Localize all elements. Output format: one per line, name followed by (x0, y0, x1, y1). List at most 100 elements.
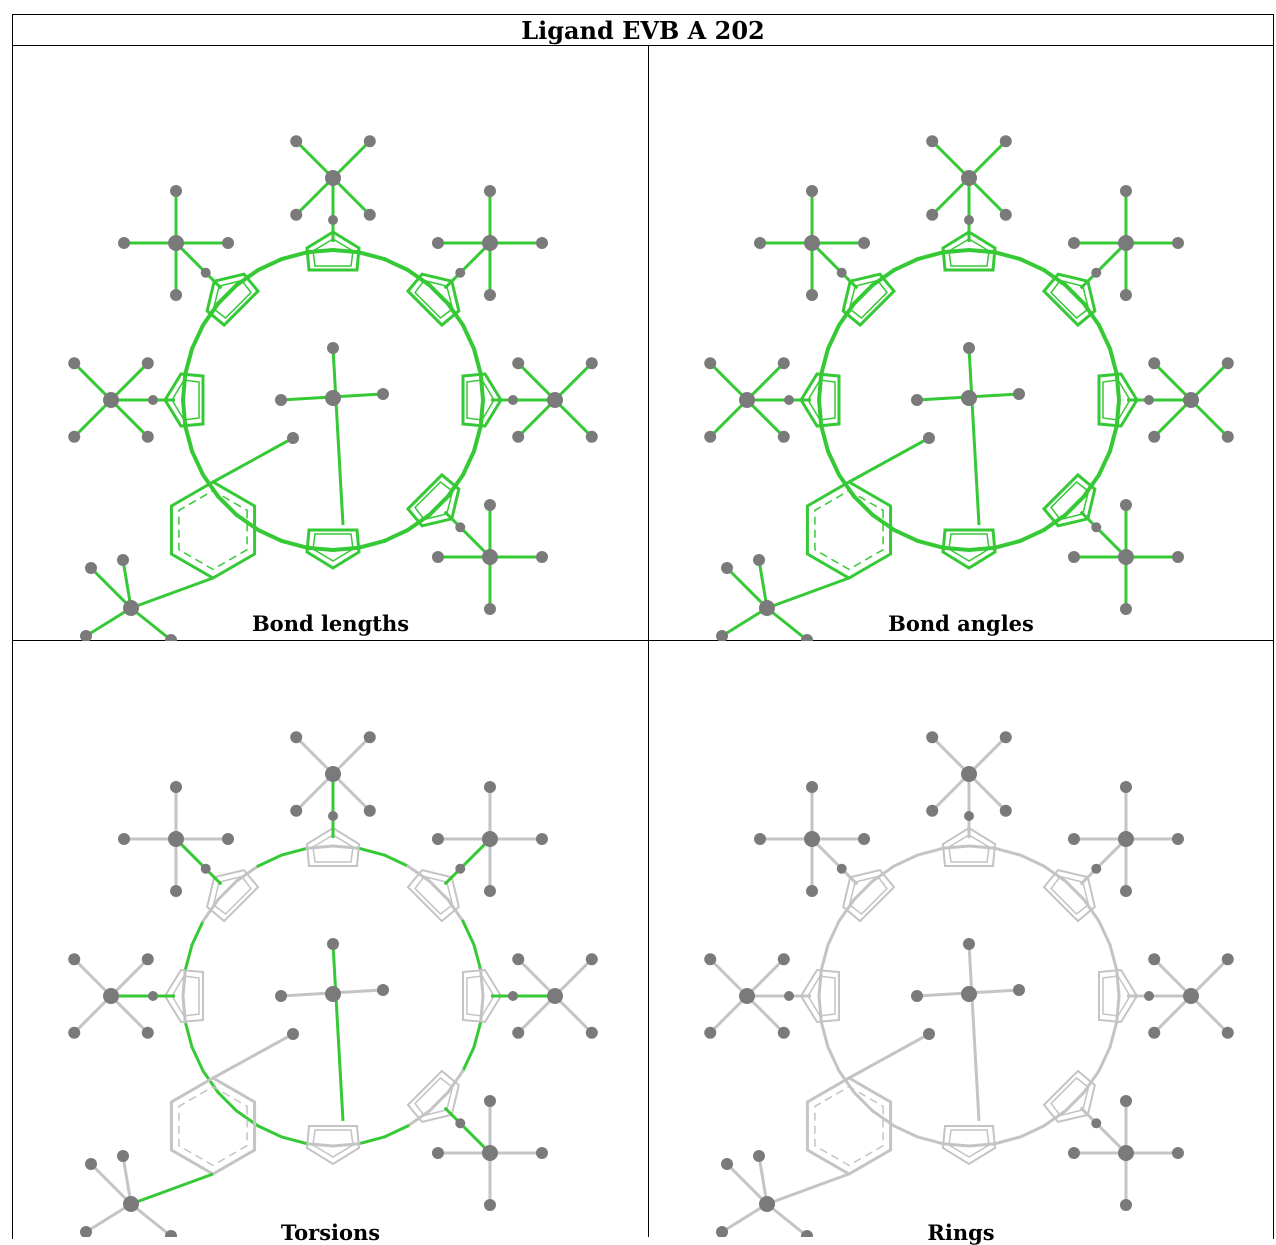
benzene-ring (805, 480, 893, 580)
atom (753, 554, 765, 566)
molecule-diagram-rings (704, 731, 1234, 1237)
central-atom (961, 766, 977, 782)
methyl-bond (745, 398, 785, 438)
methyl-bond (967, 176, 1007, 216)
axial-bond (331, 943, 345, 1122)
pyrrole-ring (406, 869, 460, 923)
atom (170, 781, 183, 794)
macrocycle-bond (826, 1045, 841, 1073)
atom (585, 1026, 598, 1039)
atom (1119, 781, 1132, 794)
atom (1067, 1146, 1080, 1159)
atom (363, 804, 376, 817)
methyl-bond (517, 362, 557, 402)
atom (377, 388, 389, 400)
central-atom (1117, 235, 1134, 252)
methyl-bond (331, 772, 371, 812)
macrocycle-bond (472, 1020, 483, 1049)
macrocycle-bond (916, 846, 945, 857)
macrocycle-bond (181, 398, 188, 429)
methyl-bond (931, 176, 971, 216)
methyl-bond (331, 176, 371, 216)
atom (753, 1150, 765, 1162)
substituent-bond (443, 1106, 492, 1155)
panel-rings: Rings (649, 641, 1273, 1245)
atom (836, 863, 847, 874)
atom (290, 804, 303, 817)
central-atom (759, 1196, 775, 1212)
methyl-bond (295, 736, 335, 776)
central-atom (168, 831, 185, 848)
benzene-inner (178, 489, 248, 571)
atom (1119, 289, 1132, 302)
central-atom (1117, 548, 1134, 565)
atom (801, 1230, 813, 1237)
atom (1091, 863, 1102, 874)
atom (1148, 430, 1161, 443)
atom (784, 395, 794, 405)
macrocycle-bond (478, 398, 485, 429)
atom (1119, 602, 1132, 615)
central-atom (1183, 988, 1199, 1004)
methyl-bond (73, 398, 113, 438)
macrocycle-bond (181, 968, 187, 998)
atom (999, 135, 1012, 148)
atom (512, 430, 525, 443)
atom (222, 833, 235, 846)
atom (455, 267, 466, 278)
atom (964, 215, 974, 225)
methyl-bond (73, 362, 113, 402)
axial-bond (967, 347, 981, 526)
atom (858, 237, 871, 250)
macrocycle-bond (817, 371, 824, 402)
macrocycle-bond (1115, 968, 1121, 998)
macrocycle-bond (216, 1090, 239, 1113)
central-atom (325, 170, 341, 186)
atom (716, 630, 728, 641)
macrocycle-bond (183, 424, 195, 454)
macrocycle-bond (216, 879, 239, 902)
macrocycle-bond (461, 1045, 476, 1073)
atom (85, 562, 97, 574)
atom (704, 953, 717, 966)
macrocycle-bond (279, 250, 309, 262)
central-atom (123, 600, 139, 616)
macrocycle-bond (916, 1135, 945, 1146)
atom (170, 289, 183, 302)
atom (999, 731, 1012, 744)
pyrrole-ring (405, 472, 461, 528)
macrocycle-bond (993, 1135, 1022, 1146)
atom (1013, 984, 1025, 996)
macrocycle-bond (1108, 943, 1119, 972)
methyl-bond (967, 140, 1007, 180)
atom (483, 185, 496, 198)
atom (141, 953, 154, 966)
methyl-bond (1189, 398, 1229, 438)
substituent-bond (130, 576, 214, 610)
macrocycle-bond (892, 1124, 920, 1139)
atom (483, 885, 496, 898)
caption-bond-lengths: Bond lengths (251, 611, 410, 636)
methyl-bond (721, 606, 768, 638)
pyrrole-ring (163, 968, 204, 1024)
atom (777, 430, 790, 443)
substituent-bond (443, 837, 492, 886)
substituent-bond (174, 241, 223, 290)
macrocycle-bond (216, 494, 239, 517)
macrocycle-bond (357, 846, 386, 857)
atom (1221, 1026, 1234, 1039)
methyl-bond (85, 606, 132, 638)
atom (836, 267, 847, 278)
central-atom (739, 988, 755, 1004)
macrocycle-bond (1018, 257, 1046, 273)
atom (1148, 953, 1161, 966)
methyl-bond (130, 1202, 172, 1237)
atom (926, 208, 939, 221)
atom (117, 554, 129, 566)
atom (535, 833, 548, 846)
axial-bond (967, 943, 981, 1122)
pyrrole-ring (461, 372, 503, 428)
atom (508, 395, 518, 405)
macrocycle-bond (304, 545, 335, 552)
macrocycle-bond (471, 346, 483, 376)
